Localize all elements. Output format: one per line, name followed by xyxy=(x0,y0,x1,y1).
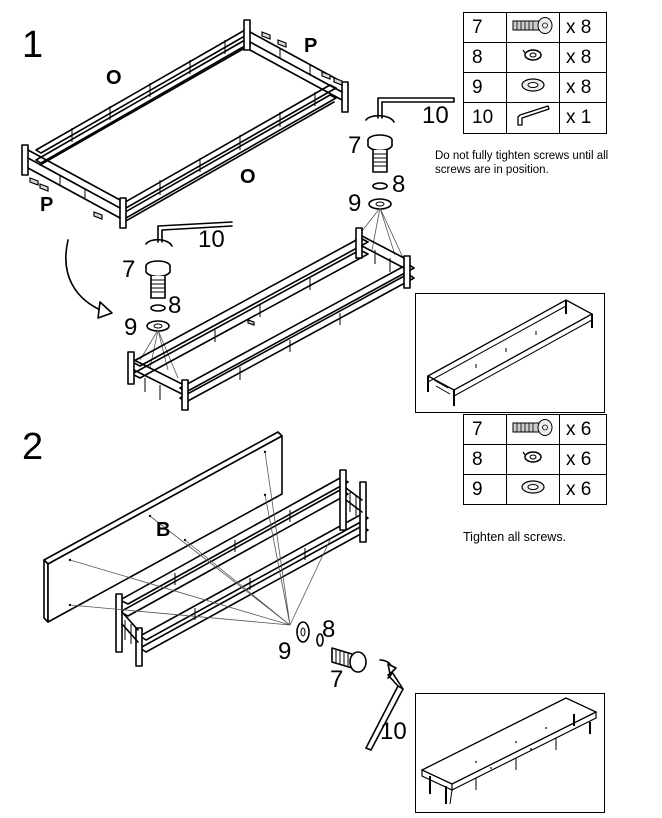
assembled-frame-preview xyxy=(415,293,605,413)
step-number-2: 2 xyxy=(22,426,44,468)
lock-washer-icon xyxy=(506,42,560,73)
part-quantity: x 6 xyxy=(559,474,607,505)
part-quantity: x 1 xyxy=(559,102,607,134)
label-p-bottom: P xyxy=(40,194,54,216)
label-o-top: O xyxy=(106,67,122,89)
label-7-left: 7 xyxy=(122,256,136,283)
table-row: 8 x 6 xyxy=(463,444,607,475)
label-10-right: 10 xyxy=(422,102,449,129)
screw-icon xyxy=(506,12,560,43)
label-9-step2: 9 xyxy=(278,638,292,665)
allen-key-icon xyxy=(506,102,560,134)
note-step2: Tighten all screws. xyxy=(463,530,567,544)
part-quantity: x 6 xyxy=(559,414,607,445)
table-row: 9 x 6 xyxy=(463,474,607,505)
flat-washer-icon xyxy=(506,72,560,103)
part-number: 7 xyxy=(463,414,507,445)
table-row: 7 x 6 xyxy=(463,414,607,445)
part-number: 9 xyxy=(463,474,507,505)
hardware-stack-right xyxy=(354,97,455,263)
label-9-right: 9 xyxy=(348,190,362,217)
label-p-top: P xyxy=(304,35,318,57)
board-and-frame-drawing xyxy=(43,431,369,667)
part-number: 10 xyxy=(463,102,507,134)
part-quantity: x 8 xyxy=(559,12,607,43)
part-quantity: x 8 xyxy=(559,72,607,103)
side-frame-drawing xyxy=(127,227,415,411)
table-row: 8 x 8 xyxy=(463,42,607,73)
part-quantity: x 8 xyxy=(559,42,607,73)
label-10-step2: 10 xyxy=(380,718,407,745)
screw-icon xyxy=(506,414,560,445)
part-number: 7 xyxy=(463,12,507,43)
flat-washer-icon xyxy=(506,474,560,505)
label-10-left: 10 xyxy=(198,226,225,253)
assembled-bench-preview xyxy=(415,693,605,813)
part-quantity: x 6 xyxy=(559,444,607,475)
table-row: 10 x 1 xyxy=(463,102,607,134)
label-8-step2: 8 xyxy=(322,616,336,643)
label-9-left: 9 xyxy=(124,314,138,341)
label-8-right: 8 xyxy=(392,171,406,198)
frame-exploded-drawing xyxy=(21,19,349,319)
parts-table-step2: 7 x 6 8 x 6 9 x 6 xyxy=(463,414,607,505)
parts-table-step1: 7 x 8 8 x 8 9 x 8 10 x 1 xyxy=(463,12,607,134)
label-o-bottom: O xyxy=(240,166,256,188)
label-b: B xyxy=(156,519,171,541)
part-number: 9 xyxy=(463,72,507,103)
label-7-right: 7 xyxy=(348,132,362,159)
lock-washer-icon xyxy=(506,444,560,475)
hardware-stack-left xyxy=(139,221,233,379)
part-number: 8 xyxy=(463,42,507,73)
label-8-left: 8 xyxy=(168,292,182,319)
note-step1: Do not fully tighten screws until all sc… xyxy=(435,150,609,176)
step-number-1: 1 xyxy=(22,24,44,66)
table-row: 9 x 8 xyxy=(463,72,607,103)
label-7-step2: 7 xyxy=(330,666,344,693)
part-number: 8 xyxy=(463,444,507,475)
table-row: 7 x 8 xyxy=(463,12,607,43)
hardware-stack-step2 xyxy=(296,621,404,751)
